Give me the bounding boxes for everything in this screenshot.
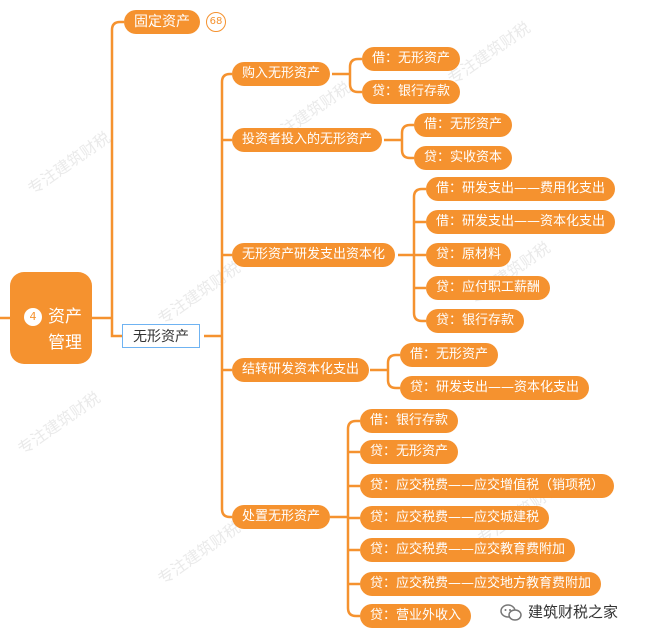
branch-node[interactable]: 结转研发资本化支出 [232, 358, 370, 382]
connector-line [386, 379, 400, 390]
connector-line [346, 419, 360, 430]
branch-node[interactable]: 购入无形资产 [232, 62, 331, 86]
entry-node[interactable]: 借：银行存款 [360, 409, 459, 433]
branch-node[interactable]: 处置无形资产 [232, 505, 331, 529]
entry-node[interactable]: 贷：实收资本 [414, 146, 513, 170]
entry-node[interactable]: 贷：应付职工薪酬 [426, 276, 551, 300]
connector-line [348, 57, 362, 68]
connector-line [400, 149, 414, 160]
branch-node[interactable]: 投资者投入的无形资产 [232, 128, 383, 152]
entry-node[interactable]: 贷：无形资产 [360, 440, 459, 464]
connector-line [386, 353, 400, 364]
connector-line [220, 72, 232, 83]
entry-node[interactable]: 借：无形资产 [400, 343, 499, 367]
child-count-badge[interactable]: 68 [206, 12, 226, 32]
entry-node[interactable]: 贷：原材料 [426, 243, 512, 267]
brand-name: 建筑财税之家 [528, 603, 619, 621]
entry-node[interactable]: 贷：银行存款 [426, 309, 525, 333]
connector-line [220, 508, 232, 519]
connector-line [110, 20, 124, 318]
entry-node[interactable]: 贷：应交税费——应交教育费附加 [360, 538, 576, 562]
fixed-assets-node[interactable]: 固定资产 [124, 10, 200, 34]
entry-node[interactable]: 贷：营业外收入 [360, 604, 472, 628]
entry-node[interactable]: 贷：应交税费——应交增值税（销项税） [360, 474, 615, 498]
connector-line [346, 607, 360, 618]
root-label-line1: 资产 [48, 307, 82, 327]
connector-line [110, 318, 122, 338]
connector-line [412, 312, 426, 323]
connector-line [348, 83, 362, 94]
entry-node[interactable]: 借：无形资产 [414, 113, 513, 137]
entry-node[interactable]: 贷：应交税费——应交城建税 [360, 506, 550, 530]
brand-footer: 建筑财税之家 [500, 600, 618, 624]
entry-node[interactable]: 贷：研发支出——资本化支出 [400, 376, 590, 400]
root-node[interactable]: 4 资产 管理 [10, 272, 92, 364]
branch-node[interactable]: 无形资产研发支出资本化 [232, 243, 396, 267]
entry-node[interactable]: 借：研发支出——资本化支出 [426, 210, 616, 234]
connector-line [400, 123, 414, 134]
root-badge: 4 [24, 308, 42, 326]
entry-node[interactable]: 贷：应交税费——应交地方教育费附加 [360, 572, 602, 596]
root-label-line2: 管理 [48, 333, 82, 353]
entry-node[interactable]: 借：研发支出——费用化支出 [426, 177, 616, 201]
intangible-assets-node[interactable]: 无形资产 [122, 324, 200, 348]
entry-node[interactable]: 贷：银行存款 [362, 80, 461, 104]
wechat-icon [500, 603, 522, 621]
entry-node[interactable]: 借：无形资产 [362, 47, 461, 71]
connector-line [412, 187, 426, 198]
